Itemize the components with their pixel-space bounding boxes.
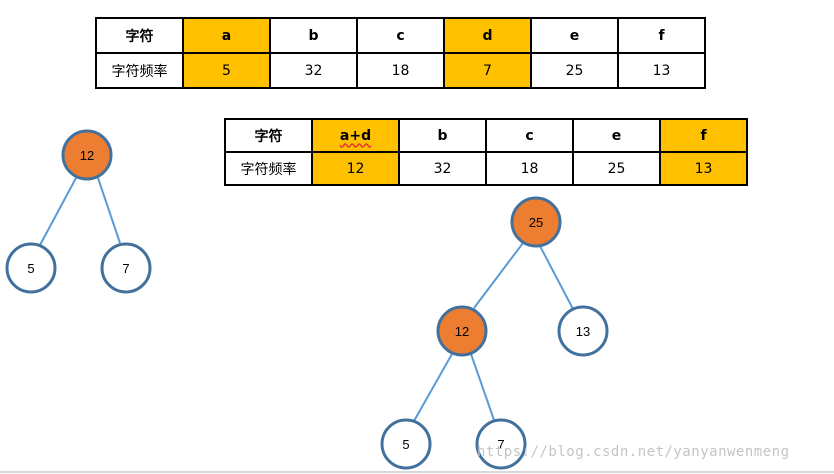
header-cell-b: b	[269, 17, 358, 54]
tree2-edge-root-right	[539, 245, 574, 310]
value-cell-f: 13	[617, 52, 706, 89]
tree2-edge-root-mid	[473, 242, 524, 309]
header-cell-a-plus-d-text: a+d	[339, 127, 372, 144]
tree2-mid-label: 12	[455, 324, 469, 339]
tree2-right-label: 13	[576, 324, 590, 339]
tree1-root-label: 12	[80, 148, 94, 163]
header-cell-d: d	[443, 17, 532, 54]
value-cell-c: 18	[485, 151, 574, 186]
header-cell-char: 字符	[224, 118, 313, 153]
tree2-leaf-left-label: 5	[402, 437, 409, 452]
tree-2: 25 12 13 5 7	[380, 196, 609, 470]
tree1-right-label: 7	[122, 261, 129, 276]
table-value-row: 字符频率 5 32 18 7 25 13	[95, 52, 706, 89]
tree1-root-node	[61, 129, 113, 181]
frequency-table-initial: 字符 a b c d e f 字符频率 5 32 18 7 25 13	[95, 17, 706, 89]
value-cell-label: 字符频率	[95, 52, 184, 89]
value-cell-a-plus-d: 12	[311, 151, 400, 186]
header-cell-char: 字符	[95, 17, 184, 54]
header-cell-b: b	[398, 118, 487, 153]
tree1-left-node	[5, 242, 57, 294]
tree2-mid-node	[436, 305, 488, 357]
tree1-left-label: 5	[27, 261, 34, 276]
tree2-right-node	[557, 305, 609, 357]
frequency-table-merged: 字符 a+d b c e f 字符频率 12 32 18 25 13	[224, 118, 748, 186]
bottom-divider	[0, 471, 834, 473]
tree2-leaf-right-node	[475, 418, 527, 470]
table-header-row: 字符 a+d b c e f	[224, 118, 748, 153]
value-cell-b: 32	[398, 151, 487, 186]
header-cell-c: c	[485, 118, 574, 153]
tree2-root-label: 25	[529, 215, 543, 230]
header-cell-c: c	[356, 17, 445, 54]
tree1-right-node	[100, 242, 152, 294]
value-cell-b: 32	[269, 52, 358, 89]
tree2-leaf-left-node	[380, 418, 432, 470]
value-cell-a: 5	[182, 52, 271, 89]
tree2-edge-mid-right	[470, 353, 495, 421]
value-cell-c: 18	[356, 52, 445, 89]
header-cell-e: e	[530, 17, 619, 54]
value-cell-e: 25	[530, 52, 619, 89]
value-cell-label: 字符频率	[224, 151, 313, 186]
watermark-url: https://blog.csdn.net/yanyanwenmeng	[477, 444, 790, 460]
value-cell-d: 7	[443, 52, 532, 89]
tree2-edge-mid-left	[413, 353, 453, 422]
tree2-leaf-right-label: 7	[497, 437, 504, 452]
header-cell-f: f	[617, 17, 706, 54]
tree2-root-node	[510, 196, 562, 248]
header-cell-f: f	[659, 118, 748, 153]
header-cell-a: a	[182, 17, 271, 54]
table-value-row: 字符频率 12 32 18 25 13	[224, 151, 748, 186]
tree-1: 12 5 7	[5, 129, 152, 294]
table-header-row: 字符 a b c d e f	[95, 17, 706, 54]
value-cell-f: 13	[659, 151, 748, 186]
value-cell-e: 25	[572, 151, 661, 186]
header-cell-e: e	[572, 118, 661, 153]
header-cell-a-plus-d: a+d	[311, 118, 400, 153]
tree1-edge-right	[97, 177, 121, 244]
tree1-edge-left	[39, 177, 77, 246]
